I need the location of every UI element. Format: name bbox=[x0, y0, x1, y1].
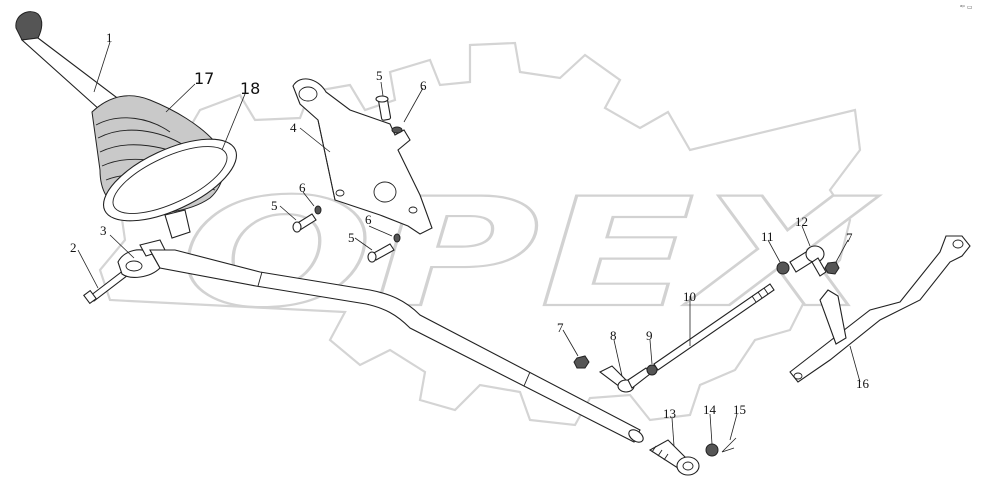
lever-shaft bbox=[20, 37, 122, 111]
label-part-6a: 6 bbox=[420, 78, 427, 93]
bracket-hole-left bbox=[335, 189, 345, 197]
label-part-13: 13 bbox=[663, 406, 676, 421]
bracket-hole-top bbox=[298, 86, 318, 102]
nut-11 bbox=[776, 261, 790, 275]
label-part-1: 1 bbox=[106, 30, 113, 45]
label-part-6b: 6 bbox=[299, 180, 306, 195]
washer-6c bbox=[393, 233, 401, 243]
boot-fold-1 bbox=[95, 117, 171, 133]
threaded-rod-10 bbox=[653, 283, 775, 371]
label-part-7b: 7 bbox=[846, 230, 853, 245]
watermark: OPEX bbox=[98, 41, 881, 427]
nut-9 bbox=[646, 364, 658, 376]
label-part-10: 10 bbox=[683, 289, 696, 304]
label-part-11: 11 bbox=[761, 229, 774, 244]
bracket-hole-center bbox=[373, 181, 397, 203]
bolt-2 bbox=[83, 269, 129, 305]
watermark-gear bbox=[98, 41, 862, 427]
bracket-hole-small bbox=[408, 206, 418, 214]
bracket-fold bbox=[317, 119, 336, 201]
bracket-4 bbox=[292, 78, 433, 235]
label-part-18: 18 bbox=[240, 79, 260, 98]
washer-6b bbox=[314, 205, 322, 215]
nut-7a bbox=[573, 355, 590, 369]
shift-rod-end bbox=[628, 429, 644, 443]
label-part-3: 3 bbox=[100, 223, 107, 238]
label-part-16: 16 bbox=[856, 376, 870, 391]
boot-base-ring bbox=[102, 138, 238, 222]
bracket-16 bbox=[789, 235, 971, 383]
ball-joint-8 bbox=[598, 365, 651, 393]
label-part-12: 12 bbox=[795, 214, 808, 229]
lever-socket bbox=[164, 209, 191, 239]
corner-mark: ᵃᵖ ▭ bbox=[960, 4, 973, 11]
pin-15 bbox=[721, 437, 737, 453]
washer-6a bbox=[391, 126, 403, 134]
label-part-4: 4 bbox=[290, 120, 297, 135]
label-part-14: 14 bbox=[703, 402, 717, 417]
boot-base-inner bbox=[112, 146, 228, 214]
label-part-5a: 5 bbox=[376, 68, 383, 83]
label-part-15: 15 bbox=[733, 402, 746, 417]
ball-joint-12 bbox=[789, 245, 827, 277]
rod-seam bbox=[257, 271, 263, 287]
label-part-5b: 5 bbox=[271, 198, 278, 213]
label-part-8: 8 bbox=[610, 328, 617, 343]
shift-rod bbox=[149, 249, 644, 443]
bracket-16-plate bbox=[789, 235, 971, 383]
rod-seam-2 bbox=[523, 371, 531, 387]
nut-14 bbox=[705, 443, 719, 457]
label-part-6c: 6 bbox=[365, 212, 372, 227]
label-part-17: 17 bbox=[194, 69, 214, 88]
bolt-5b bbox=[292, 213, 317, 233]
boot-fold-2 bbox=[97, 129, 186, 147]
label-part-5c: 5 bbox=[348, 230, 355, 245]
gear-lever-assembly bbox=[15, 11, 238, 239]
leader-lines bbox=[77, 41, 861, 447]
bracket-plate bbox=[292, 78, 433, 235]
label-part-7a: 7 bbox=[557, 320, 564, 335]
bolt-5a bbox=[375, 95, 392, 121]
rod-end-13 bbox=[648, 439, 700, 476]
label-part-2: 2 bbox=[70, 240, 77, 255]
label-part-9: 9 bbox=[646, 328, 653, 343]
bracket-16-tab bbox=[819, 289, 847, 345]
part-labels: 1 2 3 4 5 5 5 6 6 6 7 7 8 9 10 11 12 13 … bbox=[70, 30, 870, 421]
gear-knob bbox=[15, 11, 43, 41]
bolt-5c bbox=[367, 243, 395, 263]
watermark-text: OPEX bbox=[180, 167, 880, 341]
